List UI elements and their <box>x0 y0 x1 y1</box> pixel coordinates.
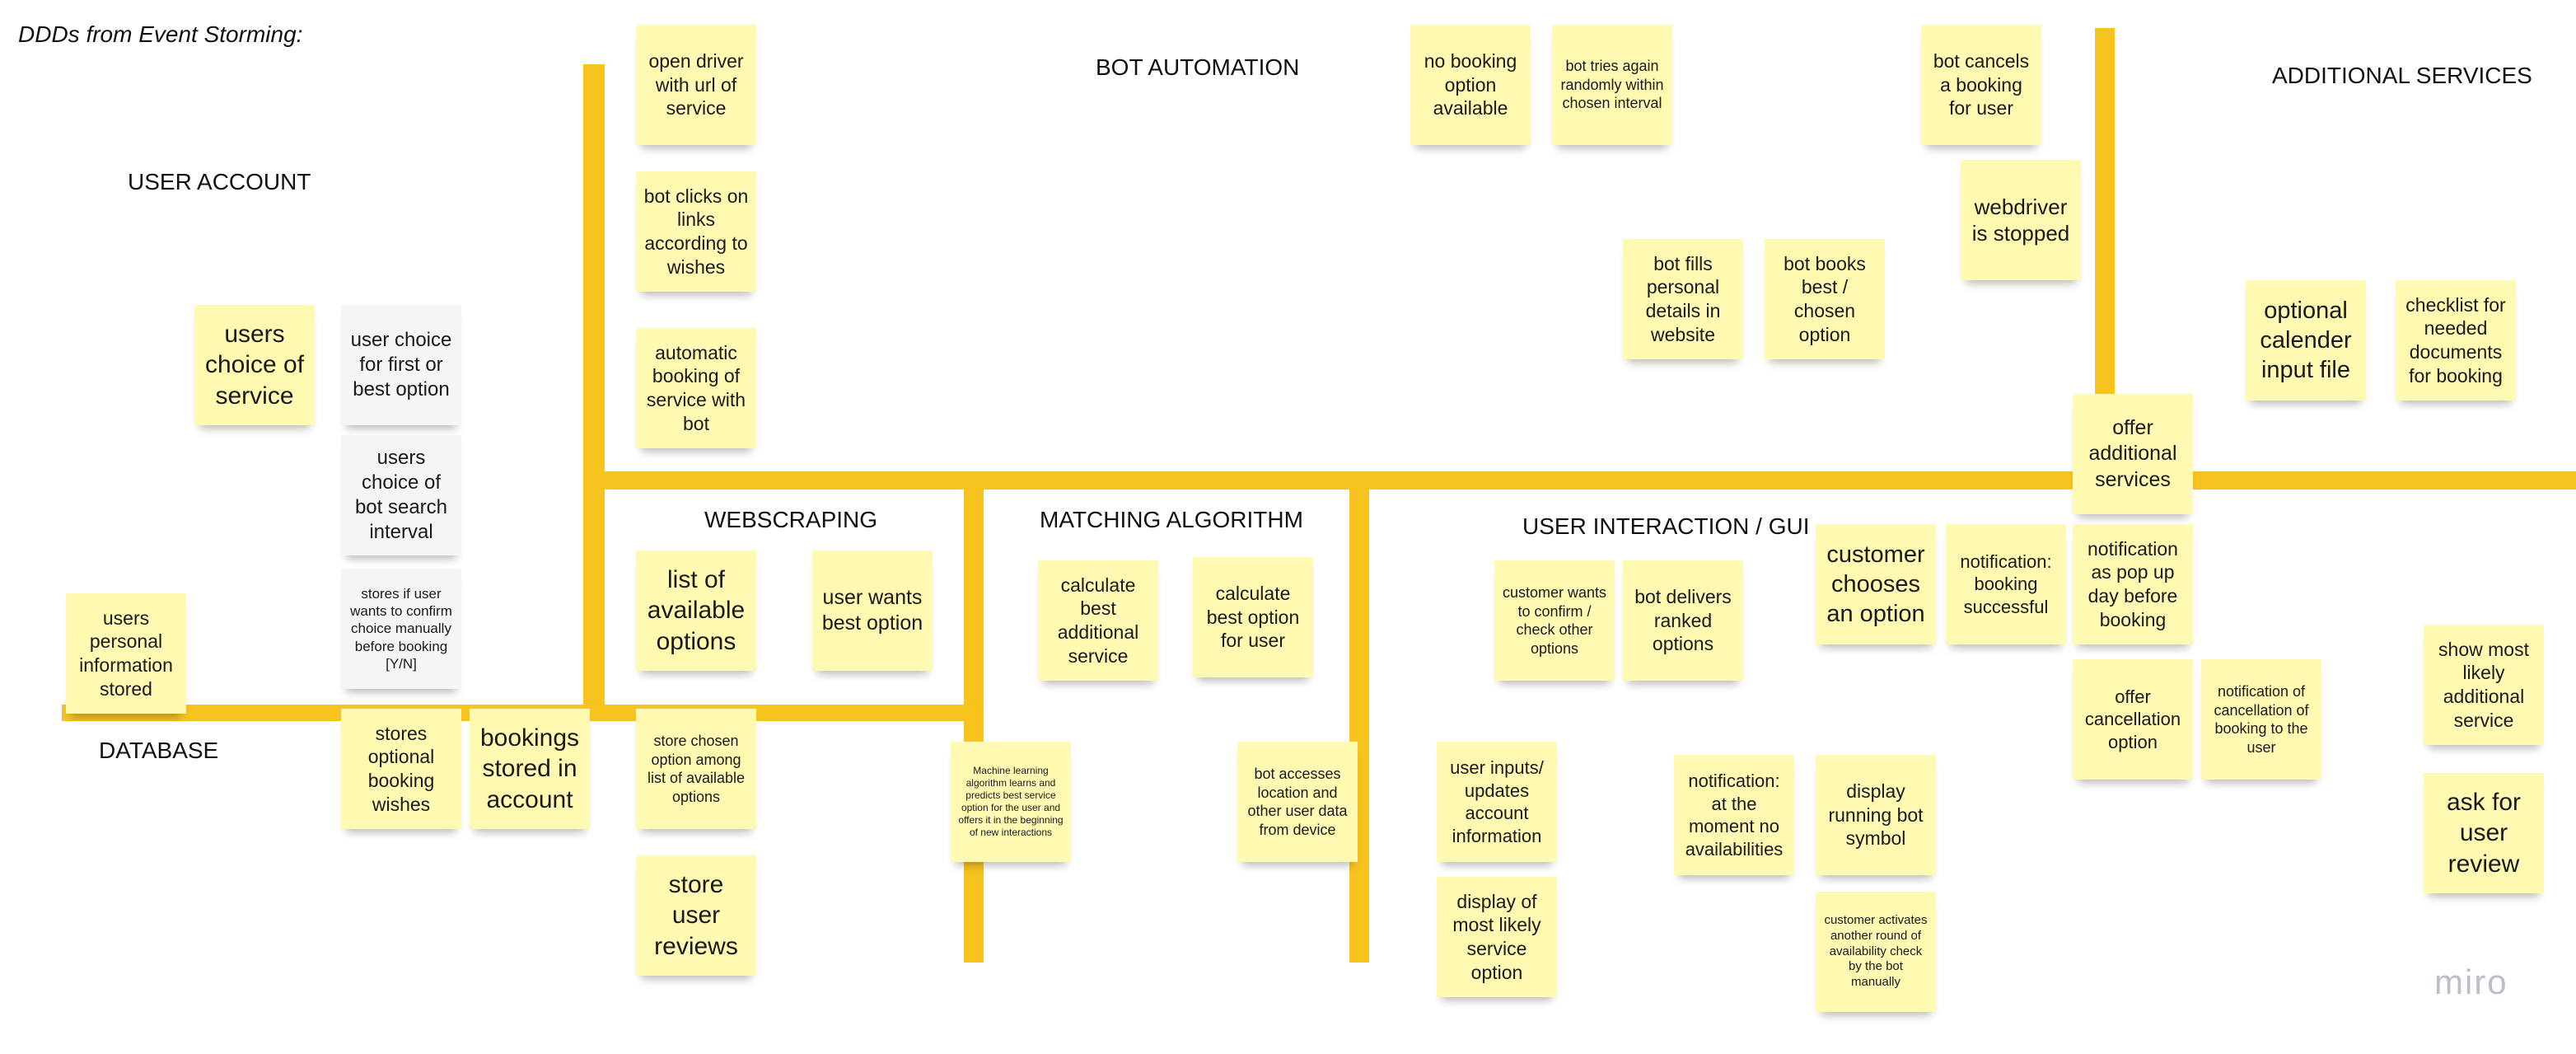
note-user-inputs-updates[interactable]: user inputs/ updates account information <box>1437 742 1557 862</box>
note-webdriver-stopped[interactable]: webdriver is stopped <box>1961 160 2081 280</box>
note-display-most-likely[interactable]: display of most likely service option <box>1437 877 1557 997</box>
note-offer-cancellation[interactable]: offer cancellation option <box>2073 659 2193 780</box>
area-label-bot-automation: BOT AUTOMATION <box>1096 54 1300 80</box>
note-calc-best-additional[interactable]: calculate best additional service <box>1038 560 1158 681</box>
note-offer-additional-services[interactable]: offer additional services <box>2073 394 2193 514</box>
miro-logo: miro <box>2434 963 2508 1001</box>
note-bot-accesses-location[interactable]: bot accesses location and other user dat… <box>1237 742 1358 862</box>
note-notification-no-availabilities[interactable]: notification: at the moment no availabil… <box>1674 755 1794 875</box>
note-bot-tries-again[interactable]: bot tries again randomly within chosen i… <box>1552 25 1672 145</box>
note-user-wants-best[interactable]: user wants best option <box>812 550 933 671</box>
note-notification-popup[interactable]: notification as pop up day before bookin… <box>2073 524 2193 644</box>
note-bot-cancels-booking[interactable]: bot cancels a booking for user <box>1921 25 2041 145</box>
note-optional-calender[interactable]: optional calender input file <box>2246 280 2366 401</box>
note-open-driver[interactable]: open driver with url of service <box>636 25 756 145</box>
note-users-choice-of-service[interactable]: users choice of service <box>194 305 315 425</box>
note-notification-booking-successful[interactable]: notification: booking successful <box>1946 524 2066 644</box>
note-ask-for-review[interactable]: ask for user review <box>2424 773 2544 893</box>
note-customer-confirm[interactable]: customer wants to confirm / check other … <box>1494 560 1615 681</box>
note-stores-optional-booking-wishes[interactable]: stores optional booking wishes <box>341 709 461 829</box>
note-bot-delivers-ranked[interactable]: bot delivers ranked options <box>1623 560 1743 681</box>
note-bookings-stored-in-account[interactable]: bookings stored in account <box>470 709 590 829</box>
note-user-choice-first-or-best[interactable]: user choice for first or best option <box>341 305 461 425</box>
board-title: DDDs from Event Storming: <box>18 21 303 47</box>
area-label-additional-services: ADDITIONAL SERVICES <box>2272 63 2532 88</box>
note-automatic-booking[interactable]: automatic booking of service with bot <box>636 328 756 448</box>
note-list-available-options[interactable]: list of available options <box>636 550 756 671</box>
note-store-chosen-option[interactable]: store chosen option among list of availa… <box>636 709 756 829</box>
note-checklist-documents[interactable]: checklist for needed documents for booki… <box>2396 280 2516 401</box>
area-label-matching-algorithm: MATCHING ALGORITHM <box>1040 507 1303 532</box>
note-store-user-reviews[interactable]: store user reviews <box>636 855 756 976</box>
note-no-booking-option[interactable]: no booking option available <box>1410 25 1531 145</box>
bar-vertical-main <box>583 64 605 715</box>
note-show-most-likely-service[interactable]: show most likely additional service <box>2424 625 2544 745</box>
note-notification-cancellation[interactable]: notification of cancellation of booking … <box>2201 659 2321 780</box>
note-users-choice-bot-interval[interactable]: users choice of bot search interval <box>341 435 461 555</box>
note-bot-fills-details[interactable]: bot fills personal details in website <box>1623 239 1743 359</box>
area-label-user-interaction: USER INTERACTION / GUI <box>1522 513 1810 539</box>
note-bot-books-best[interactable]: bot books best / chosen option <box>1765 239 1885 359</box>
note-customer-activates-round[interactable]: customer activates another round of avai… <box>1816 892 1936 1012</box>
note-bot-clicks-links[interactable]: bot clicks on links according to wishes <box>636 171 756 292</box>
area-label-user-account: USER ACCOUNT <box>128 169 311 194</box>
bar-vertical-matching-left <box>964 485 984 963</box>
bar-vertical-matching-right <box>1349 485 1369 963</box>
note-customer-chooses[interactable]: customer chooses an option <box>1816 524 1936 644</box>
note-calc-best-option[interactable]: calculate best option for user <box>1193 557 1313 677</box>
area-label-database: DATABASE <box>99 738 219 763</box>
bar-main-horizontal <box>583 471 2576 490</box>
note-ml-algorithm[interactable]: Machine learning algorithm learns and pr… <box>951 742 1071 862</box>
note-users-personal-info-stored[interactable]: users personal information stored <box>66 593 186 714</box>
area-label-webscraping: WEBSCRAPING <box>704 507 878 532</box>
note-stores-confirm-manually[interactable]: stores if user wants to confirm choice m… <box>341 569 461 689</box>
note-display-running-bot[interactable]: display running bot symbol <box>1816 755 1936 875</box>
